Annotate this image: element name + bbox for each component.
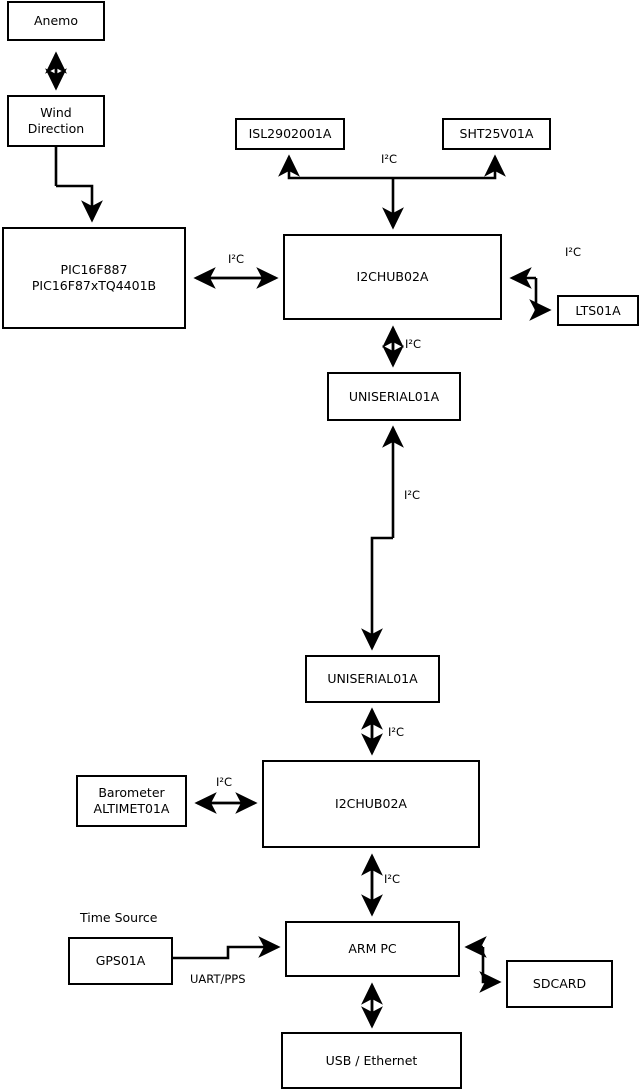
node-uniserial01a-lower[interactable]: UNISERIAL01A — [305, 655, 440, 703]
edge-label-uniserial-hub-i2c: I²C — [388, 725, 405, 739]
edge-label-uniserial-link-i2c: I²C — [404, 488, 421, 502]
node-sdcard[interactable]: SDCARD — [506, 960, 613, 1008]
connector-hub-branch-sht — [393, 154, 506, 180]
node-usb-ethernet[interactable]: USB / Ethernet — [281, 1032, 462, 1089]
node-anemo[interactable]: Anemo — [7, 1, 105, 41]
edge-label-hub-armpc-i2c: I²C — [384, 872, 401, 886]
node-wind-direction-label: Wind Direction — [27, 105, 85, 136]
node-lts01a-label: LTS01A — [575, 302, 621, 318]
node-uniserial01a-upper[interactable]: UNISERIAL01A — [327, 372, 461, 421]
node-wind-direction[interactable]: Wind Direction — [7, 95, 105, 147]
node-pic-microcontroller-label: PIC16F887 PIC16F87xTQ4401B — [31, 262, 157, 293]
connector-hub-to-lts — [529, 278, 552, 321]
node-i2chub02a-top[interactable]: I2CHUB02A — [283, 234, 502, 320]
node-arm-pc[interactable]: ARM PC — [285, 921, 460, 977]
node-sht25v01a[interactable]: SHT25V01A — [442, 118, 551, 150]
connector-gps-armpc — [173, 936, 281, 960]
edge-label-barometer-hub-i2c: I²C — [216, 775, 233, 789]
node-isl2902001a[interactable]: ISL2902001A — [235, 118, 345, 150]
node-anemo-label: Anemo — [34, 13, 78, 29]
node-i2chub02a-bottom-label: I2CHUB02A — [335, 796, 407, 812]
node-sht25v01a-label: SHT25V01A — [459, 126, 534, 142]
node-uniserial01a-upper-label: UNISERIAL01A — [348, 388, 440, 404]
node-usb-ethernet-label: USB / Ethernet — [325, 1052, 418, 1068]
node-barometer-altimet01a[interactable]: Barometer ALTIMET01A — [76, 775, 187, 827]
edge-label-hub-uniserial-i2c: I²C — [405, 337, 422, 351]
connector-arm-to-sdcard — [479, 947, 502, 993]
node-uniserial01a-lower-label: UNISERIAL01A — [327, 671, 418, 687]
connector-wind-pic-down — [56, 184, 103, 223]
node-isl2902001a-label: ISL2902001A — [248, 126, 332, 142]
node-pic-microcontroller[interactable]: PIC16F887 PIC16F87xTQ4401B — [2, 227, 186, 329]
node-lts01a[interactable]: LTS01A — [557, 295, 639, 326]
edge-label-hub-lts-i2c: I²C — [565, 245, 582, 259]
node-sdcard-label: SDCARD — [532, 976, 587, 992]
connector-hub-branch-isl — [278, 154, 393, 180]
label-time-source: Time Source — [80, 910, 158, 925]
node-gps01a[interactable]: GPS01A — [68, 937, 173, 985]
node-i2chub02a-bottom[interactable]: I2CHUB02A — [262, 760, 480, 848]
node-arm-pc-label: ARM PC — [348, 941, 397, 957]
node-barometer-altimet01a-label: Barometer ALTIMET01A — [93, 785, 170, 816]
edge-label-pic-hub-i2c: I²C — [228, 252, 245, 266]
connector-uni-down-arrow — [361, 536, 393, 651]
edge-label-gps-uart-pps: UART/PPS — [190, 972, 246, 986]
edge-label-isl-sht-i2c: I²C — [381, 152, 398, 166]
node-i2chub02a-top-label: I2CHUB02A — [356, 269, 429, 285]
node-gps01a-label: GPS01A — [95, 953, 146, 969]
